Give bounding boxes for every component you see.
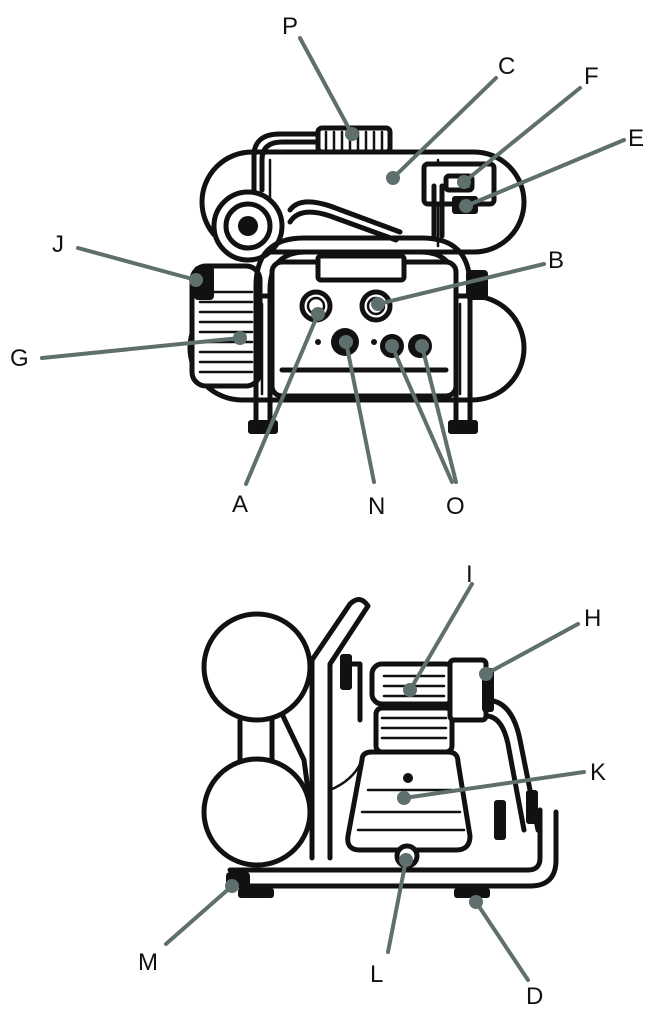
label-p: P [282, 13, 298, 40]
base-rail [227, 807, 543, 873]
upper-tank-end [201, 611, 313, 723]
label-i: I [466, 561, 473, 588]
label-o: O [446, 493, 465, 520]
label-b: B [548, 247, 564, 274]
label-a: A [232, 491, 248, 518]
front-frame [253, 235, 473, 431]
label-f: F [584, 63, 599, 90]
label-h: H [584, 605, 601, 632]
lower-tank-end [201, 756, 313, 868]
side-pressure-switch [447, 657, 489, 723]
side-view [201, 597, 559, 898]
handle-tube [259, 139, 321, 193]
side-handle [309, 597, 371, 861]
side-view-labels: I H K M L D [138, 561, 606, 1010]
label-e: E [628, 125, 644, 152]
left-foot [238, 888, 274, 898]
front-view-callouts [40, 36, 626, 486]
front-view-labels: P C F E J B G A N O [10, 13, 644, 520]
label-d: D [526, 983, 543, 1010]
right-foot [454, 888, 490, 898]
label-m: M [138, 949, 158, 976]
label-k: K [590, 759, 606, 786]
label-l: L [370, 961, 383, 988]
label-g: G [10, 345, 29, 372]
label-c: C [498, 53, 515, 80]
label-j: J [52, 231, 64, 258]
side-view-callouts [164, 582, 586, 982]
front-view [187, 125, 527, 434]
label-n: N [368, 493, 385, 520]
